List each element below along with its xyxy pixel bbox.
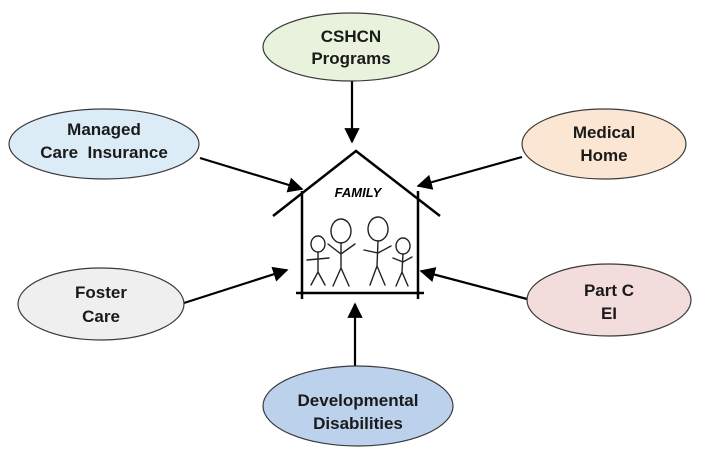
oval-cshcn — [262, 12, 440, 82]
node-cshcn-line1: CSHCN — [321, 27, 381, 46]
node-medical-home-line1: Medical — [573, 123, 635, 142]
family-label: FAMILY — [335, 185, 383, 200]
oval-medical-home — [521, 108, 687, 180]
node-cshcn-programs: CSHCN Programs — [262, 12, 440, 82]
node-part-c-line2: EI — [601, 304, 617, 323]
oval-part-c — [526, 263, 692, 337]
node-cshcn-line2: Programs — [311, 49, 390, 68]
node-foster-care: Foster Care — [17, 267, 185, 341]
node-part-c-line1: Part C — [584, 281, 634, 300]
node-foster-care-line1: Foster — [75, 283, 127, 302]
oval-managed-care — [8, 108, 200, 180]
stick-figure-adult-left — [327, 218, 356, 287]
node-foster-care-line2: Care — [82, 307, 120, 326]
stick-figures — [306, 216, 413, 287]
node-medical-home: Medical Home — [521, 108, 687, 180]
arrow-part-c-to-family — [419, 267, 528, 301]
stick-figure-child-left — [306, 235, 330, 286]
arrow-managed-care-to-family — [199, 156, 304, 193]
stick-figure-child-right — [392, 237, 413, 287]
oval-foster-care — [17, 267, 185, 341]
node-medical-home-line2: Home — [580, 146, 627, 165]
node-part-c-ei: Part C EI — [526, 263, 692, 337]
arrows — [183, 80, 528, 366]
arrow-medical-home-to-family — [416, 155, 523, 190]
node-developmental-disabilities: Developmental Disabilities — [262, 365, 454, 447]
node-developmental-line1: Developmental — [298, 391, 419, 410]
node-managed-care-line2: Care Insurance — [40, 143, 168, 162]
node-managed-care-insurance: Managed Care Insurance — [8, 108, 200, 180]
stick-figure-adult-right — [363, 216, 392, 286]
node-developmental-line2: Disabilities — [313, 414, 403, 433]
family-house: FAMILY — [272, 149, 441, 299]
oval-developmental — [262, 365, 454, 447]
house-roof — [272, 149, 441, 217]
node-managed-care-line1: Managed — [67, 120, 141, 139]
arrow-foster-care-to-family — [183, 266, 289, 305]
